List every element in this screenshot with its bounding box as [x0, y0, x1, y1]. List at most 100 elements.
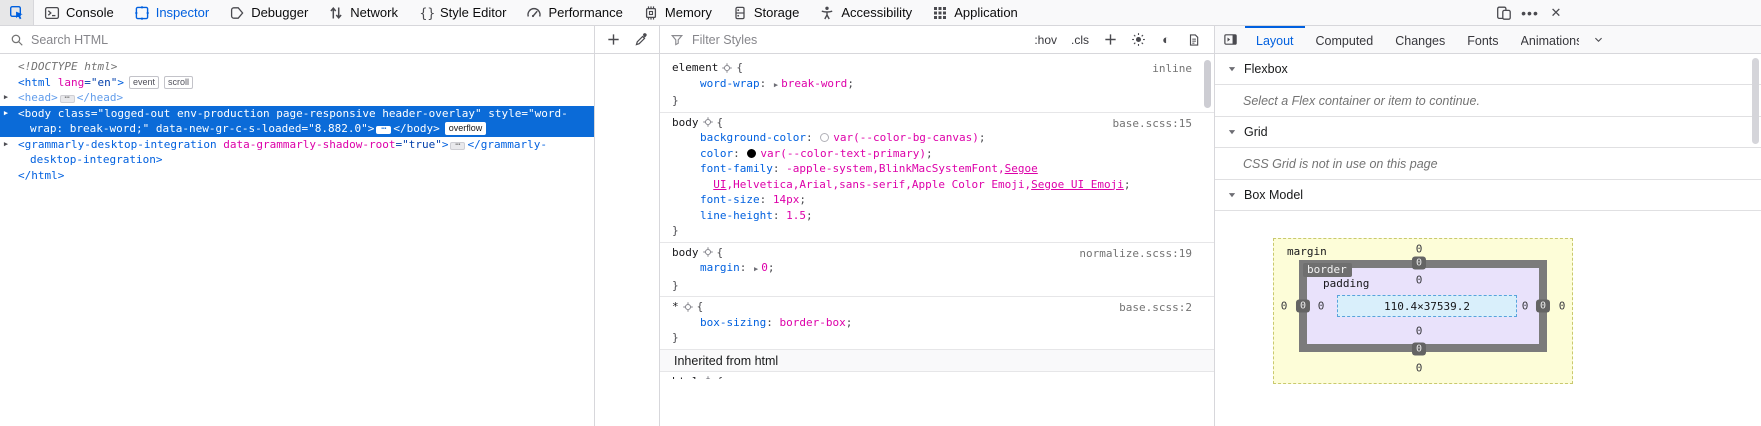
margin-bottom-value[interactable]: 0	[1415, 361, 1423, 375]
accessibility-icon	[819, 5, 835, 21]
dark-mode-icon: ◐	[1162, 32, 1170, 47]
sidebar-scrollbar[interactable]	[1752, 58, 1759, 144]
rule-source-link[interactable]: inline	[1152, 62, 1192, 75]
flexbox-hint: Select a Flex container or item to conti…	[1215, 85, 1761, 117]
tab-accessibility[interactable]: Accessibility	[809, 0, 922, 25]
dark-mode-simulation-button[interactable]: ◐	[1156, 30, 1176, 50]
rule-selector[interactable]: body{	[672, 245, 724, 259]
markup-line[interactable]: </html>	[0, 168, 594, 184]
devtools-menu-button[interactable]: •••	[1517, 0, 1543, 25]
css-declaration[interactable]: line-height: 1.5;	[700, 208, 813, 222]
css-declaration[interactable]: margin: ▶0;	[700, 261, 775, 274]
pick-element-button[interactable]	[0, 0, 34, 25]
all-tabs-menu-button[interactable]	[1590, 26, 1608, 53]
border-top-value[interactable]: 0	[1411, 256, 1427, 270]
expand-twisty-icon[interactable]: ▶	[3, 108, 9, 117]
eyedropper-button[interactable]	[631, 30, 651, 50]
markup-line[interactable]: ▶<grammarly-desktop-integration data-gra…	[0, 137, 594, 153]
rules-scrollbar[interactable]	[1204, 60, 1211, 108]
rule-selector[interactable]: body{	[672, 115, 724, 129]
flexbox-section-title: Flexbox	[1244, 62, 1288, 76]
padding-top-value[interactable]: 0	[1415, 273, 1423, 287]
markup-line[interactable]: <!DOCTYPE html>	[0, 59, 594, 75]
tab-memory[interactable]: Memory	[633, 0, 722, 25]
toggle-pseudo-classes-button[interactable]: :hov	[1034, 32, 1057, 47]
markup-line[interactable]: ▶<head>⋯</head>	[0, 90, 594, 106]
add-rule-button[interactable]	[1100, 30, 1120, 50]
tab-label: Application	[954, 5, 1018, 20]
padding-right-value[interactable]: 0	[1521, 299, 1529, 313]
tab-changes[interactable]: Changes	[1395, 33, 1446, 48]
tab-fonts[interactable]: Fonts	[1467, 33, 1499, 48]
filter-styles-input[interactable]: Filter Styles	[692, 32, 758, 47]
close-devtools-button[interactable]: ✕	[1543, 0, 1569, 25]
margin-right-value[interactable]: 0	[1558, 299, 1566, 313]
markup-line[interactable]: wrap: break-word;" data-new-gr-c-s-loade…	[0, 121, 594, 137]
margin-top-value[interactable]: 0	[1415, 242, 1423, 256]
color-swatch[interactable]	[820, 133, 830, 142]
box-model-padding-layer[interactable]: padding 110.4×37539.2	[1307, 268, 1539, 344]
tab-network[interactable]: Network	[318, 0, 408, 25]
print-simulation-button[interactable]	[1184, 30, 1204, 50]
sidebar-toggle-button[interactable]	[1215, 26, 1245, 53]
tab-performance[interactable]: Performance	[516, 0, 632, 25]
create-new-node-button[interactable]	[603, 30, 623, 50]
box-model-border-layer[interactable]: border padding 110.4×37539.2	[1299, 260, 1547, 352]
tab-computed[interactable]: Computed	[1315, 33, 1374, 48]
css-declaration[interactable]: word-wrap: ▶break-word;	[700, 76, 854, 90]
css-declaration[interactable]: font-size: 14px;	[700, 193, 806, 206]
rule-source-link[interactable]: base.scss:2	[1119, 301, 1192, 314]
tab-storage[interactable]: Storage	[722, 0, 810, 25]
scroll-badge[interactable]: scroll	[164, 75, 194, 89]
inline-expand-button[interactable]: ⋯	[450, 140, 466, 150]
rule-source-link[interactable]: normalize.scss:19	[1079, 246, 1192, 260]
tab-debugger[interactable]: Debugger	[219, 0, 318, 25]
tab-style-editor[interactable]: {}Style Editor	[408, 0, 516, 25]
css-declaration[interactable]: background-color: var(--color-bg-canvas)…	[700, 131, 986, 144]
inline-expand-button[interactable]: ⋯	[376, 125, 392, 134]
overflow-badge[interactable]: overflow	[444, 122, 487, 135]
tab-layout[interactable]: Layout	[1245, 26, 1305, 53]
box-model-section-header[interactable]: Box Model	[1215, 180, 1761, 211]
rule-selector[interactable]: element{	[672, 61, 743, 74]
box-model-diagram[interactable]: margin border padding 110.4×37539.2 0 0 …	[1273, 238, 1573, 384]
grid-section-header[interactable]: Grid	[1215, 117, 1761, 148]
border-left-value[interactable]: 0	[1295, 299, 1311, 313]
tab-console[interactable]: Console	[34, 0, 124, 25]
rule-selector[interactable]: *{	[672, 300, 704, 313]
responsive-design-mode-button[interactable]	[1491, 0, 1517, 25]
markup-toolbar-buttons	[595, 26, 660, 53]
css-declaration[interactable]: font-family: -apple-system,BlinkMacSyste…	[700, 162, 1131, 191]
flexbox-section-header[interactable]: Flexbox	[1215, 54, 1761, 85]
tab-inspector[interactable]: Inspector	[124, 0, 219, 25]
search-input[interactable]: Search HTML	[31, 32, 109, 47]
box-model-content-box[interactable]: 110.4×37539.2	[1337, 295, 1517, 317]
markup-line-text: <body class="logged-out env-production p…	[18, 106, 568, 120]
css-declaration[interactable]: color: var(--color-text-primary);	[700, 146, 933, 160]
rule-source-link[interactable]: base.scss:15	[1112, 116, 1192, 130]
border-right-value[interactable]: 0	[1535, 299, 1551, 313]
expand-twisty-icon[interactable]: ▶	[3, 139, 9, 148]
light-mode-simulation-button[interactable]	[1128, 30, 1148, 50]
border-bottom-value[interactable]: 0	[1411, 342, 1427, 356]
tab-application[interactable]: Application	[922, 0, 1028, 25]
tab-animations[interactable]: Animations	[1520, 33, 1579, 48]
performance-icon	[526, 5, 542, 21]
markup-line[interactable]: ▶ <body class="logged-out env-production …	[0, 105, 594, 121]
inline-expand-button[interactable]: ⋯	[59, 94, 75, 103]
margin-left-value[interactable]: 0	[1280, 299, 1288, 313]
toggle-classes-button[interactable]: .cls	[1071, 32, 1089, 47]
css-declaration[interactable]: box-sizing: border-box;	[700, 315, 853, 329]
event-badge[interactable]: event	[129, 75, 160, 89]
tab-label: Console	[66, 5, 114, 20]
markup-search-bar[interactable]: Search HTML	[0, 26, 595, 53]
markup-line[interactable]: desktop-integration>	[0, 152, 594, 168]
padding-bottom-value[interactable]: 0	[1415, 324, 1423, 338]
padding-left-value[interactable]: 0	[1317, 299, 1325, 313]
pick-element-icon	[9, 5, 25, 21]
expand-twisty-icon[interactable]: ▶	[3, 93, 9, 101]
color-swatch[interactable]	[747, 148, 757, 158]
